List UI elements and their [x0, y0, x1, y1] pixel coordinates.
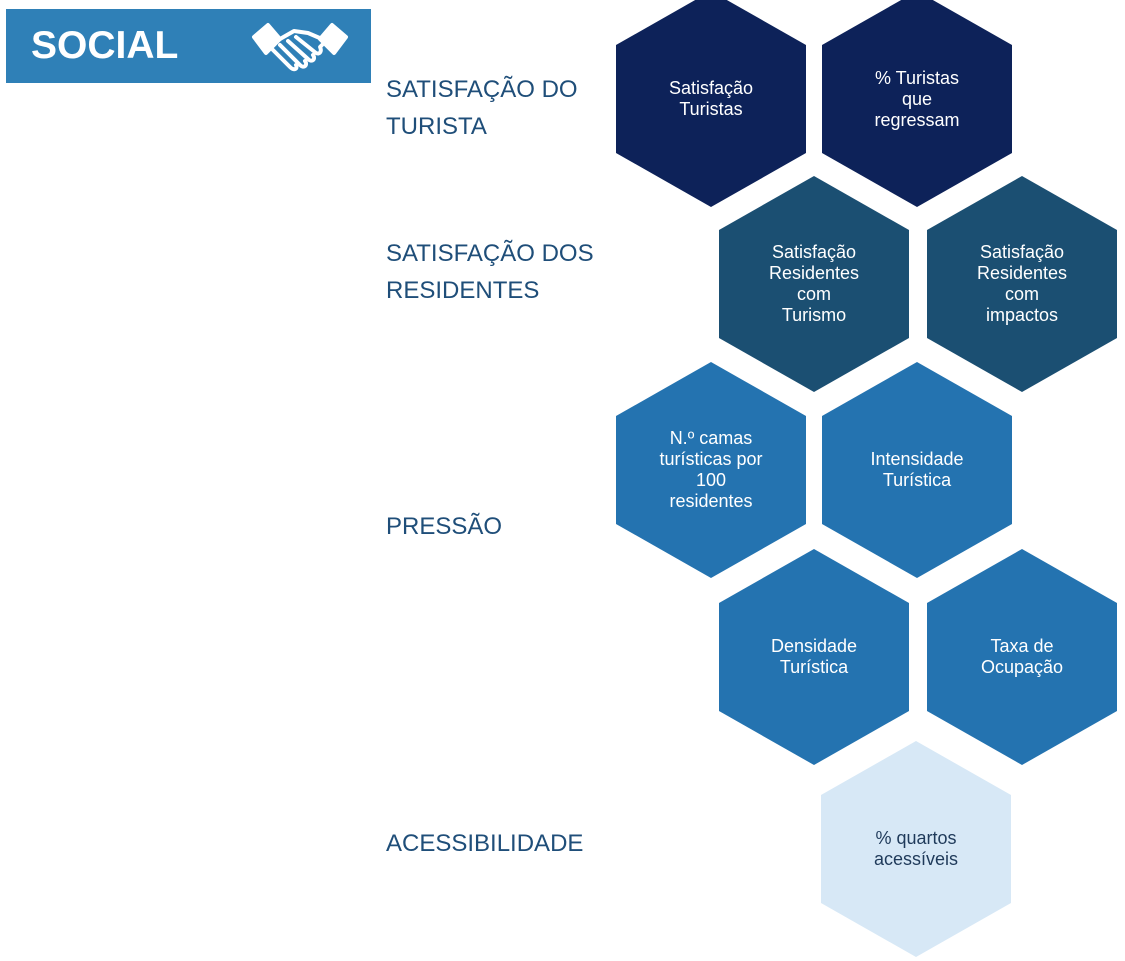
hex-label: % quartos acessíveis [873, 828, 959, 869]
hex-camas-turisticas: N.º camas turísticas por 100 residentes [616, 362, 806, 578]
header-badge: SOCIAL [6, 9, 371, 83]
hex-turistas-regressam: % Turistas que regressam [822, 0, 1012, 207]
hex-label: % Turistas que regressam [874, 67, 960, 130]
handshake-icon [252, 23, 348, 72]
category-label: PRESSÃO [386, 513, 503, 540]
hex-label: Intensidade Turística [870, 449, 964, 490]
category-label: SATISFAÇÃO DOS RESIDENTES [386, 240, 594, 304]
category-label: ACESSIBILIDADE [386, 830, 584, 857]
hex-satisfacao-turistas: Satisfação Turistas [616, 0, 806, 207]
page-title: SOCIAL [31, 24, 179, 67]
hex-label: Taxa de Ocupação [980, 636, 1064, 677]
hex-label: Satisfação Turistas [668, 78, 754, 119]
hex-label: Satisfação Residentes com Turismo [768, 242, 860, 325]
category-satisfacao-residentes: SATISFAÇÃO DOS RESIDENTES [386, 235, 594, 309]
category-pressao: PRESSÃO [386, 508, 502, 545]
hex-residentes-turismo: Satisfação Residentes com Turismo [719, 176, 909, 392]
hex-label: N.º camas turísticas por 100 residentes [659, 428, 763, 511]
hex-quartos-acessiveis: % quartos acessíveis [821, 741, 1011, 957]
hex-densidade-turistica: Densidade Turística [719, 549, 909, 765]
hex-taxa-ocupacao: Taxa de Ocupação [927, 549, 1117, 765]
hex-residentes-impactos: Satisfação Residentes com impactos [927, 176, 1117, 392]
category-acessibilidade: ACESSIBILIDADE [386, 825, 583, 862]
hex-label: Densidade Turística [770, 636, 858, 677]
hex-intensidade-turistica: Intensidade Turística [822, 362, 1012, 578]
category-label: SATISFAÇÃO DO TURISTA [386, 76, 578, 140]
hex-label: Satisfação Residentes com impactos [976, 242, 1068, 325]
category-satisfacao-turista: SATISFAÇÃO DO TURISTA [386, 71, 578, 145]
